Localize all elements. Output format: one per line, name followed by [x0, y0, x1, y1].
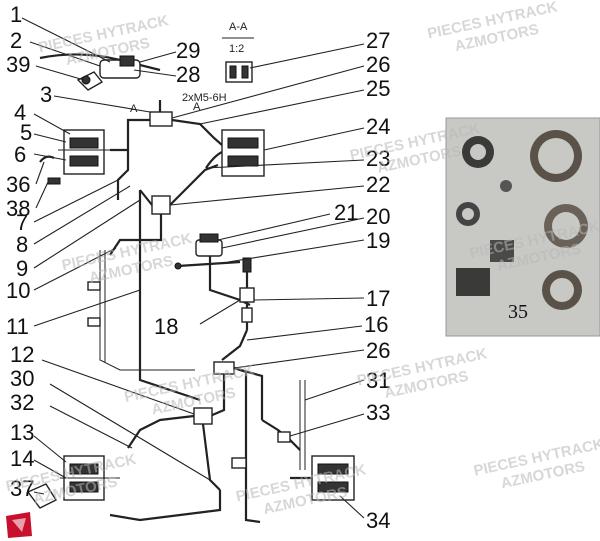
callout-12: 12	[10, 342, 34, 367]
callout-26-upper: 26	[366, 52, 390, 77]
brake-lever-assembly	[39, 53, 161, 91]
callout-20: 20	[366, 204, 390, 229]
caliper-front-left	[58, 129, 110, 175]
callout-26-lower: 26	[366, 338, 390, 363]
section-title: A-A	[229, 21, 248, 33]
callout-31: 31	[366, 368, 390, 393]
thread-spec: 2xM5-6H	[182, 92, 227, 104]
brake-line-network	[87, 100, 306, 524]
callout-38: 38	[6, 196, 30, 221]
callout-14: 14	[10, 446, 34, 471]
caliper-rear-left	[60, 455, 120, 501]
caliper-front-right	[205, 129, 265, 177]
callout-32: 32	[10, 390, 34, 415]
callout-19: 19	[366, 228, 390, 253]
callout-29: 29	[176, 38, 200, 63]
callout-18: 18	[154, 314, 178, 339]
callout-21: 21	[334, 200, 358, 225]
callout-5: 5	[20, 120, 32, 145]
callout-39: 39	[6, 52, 30, 77]
callout-34: 34	[366, 508, 390, 533]
callout-7: 7	[16, 210, 28, 235]
caliper-rear-right	[290, 455, 355, 501]
callout-9: 9	[16, 256, 28, 281]
section-scale: 1:2	[229, 43, 244, 55]
section-marker-a-right: A	[193, 101, 201, 113]
callout-3: 3	[40, 82, 52, 107]
callout-23: 23	[366, 146, 390, 171]
callout-leaders	[21, 17, 365, 519]
callout-25: 25	[366, 76, 390, 101]
callout-13: 13	[10, 420, 34, 445]
callout-labels-left: 1 2 39 3 4 5 6 36 38 7 8 9 10 11 12 30 3…	[6, 2, 52, 501]
callout-28: 28	[176, 62, 200, 87]
callout-4: 4	[14, 100, 26, 125]
callout-17: 17	[366, 286, 390, 311]
callout-36: 36	[6, 172, 30, 197]
pin	[47, 177, 61, 185]
callout-10: 10	[6, 278, 30, 303]
callout-1: 1	[10, 2, 22, 27]
callout-6: 6	[14, 142, 26, 167]
callout-37: 37	[10, 476, 34, 501]
brand-logo	[6, 512, 32, 538]
callout-labels-right: 29 28 27 26 25 24 23 22 21 20 19 17 18 1…	[154, 28, 390, 533]
callout-11: 11	[6, 314, 29, 339]
photo-label-35: 35	[508, 301, 528, 323]
callout-2: 2	[10, 28, 22, 53]
seal-kit-photo: 35	[445, 117, 600, 337]
callout-33: 33	[366, 400, 390, 425]
callout-16: 16	[364, 312, 388, 337]
callout-8: 8	[16, 232, 28, 257]
callout-27: 27	[366, 28, 390, 53]
callout-22: 22	[366, 172, 390, 197]
callout-24: 24	[366, 114, 390, 139]
callout-30: 30	[10, 366, 34, 391]
brake-pad	[26, 483, 58, 509]
